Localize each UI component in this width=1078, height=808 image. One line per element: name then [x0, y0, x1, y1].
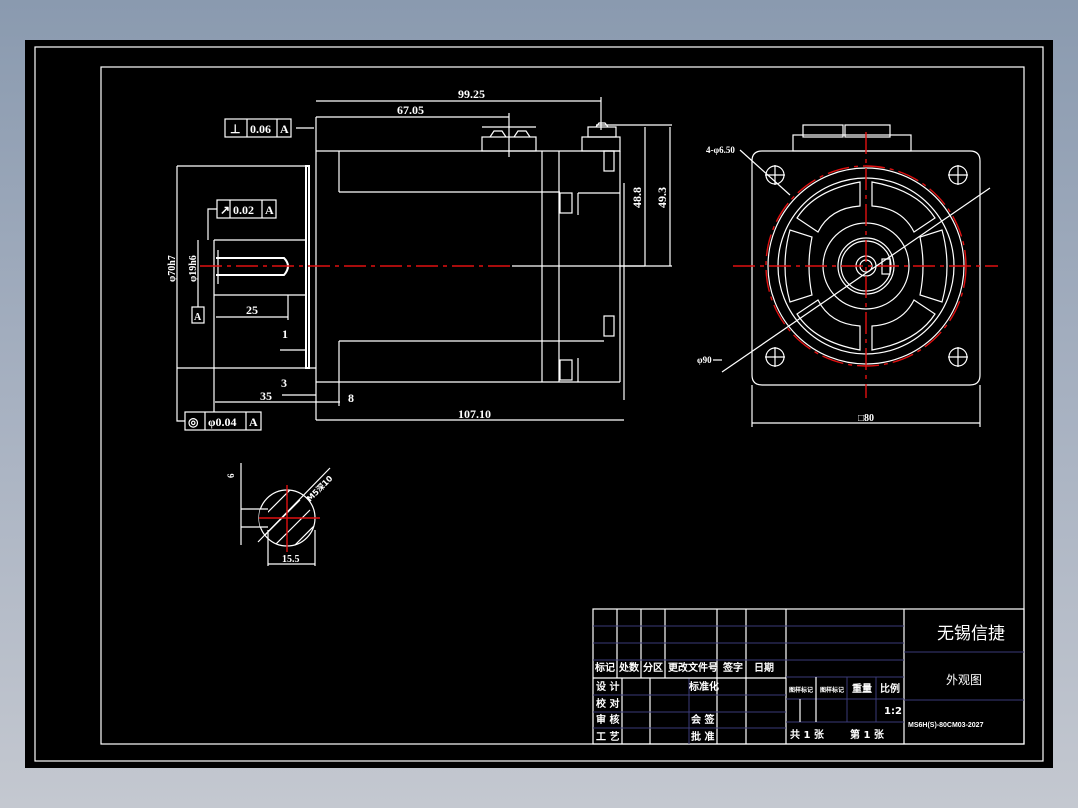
pcd-label: φ90: [697, 355, 712, 365]
svg-text:0.02: 0.02: [233, 203, 254, 217]
dim-107-10: 107.10: [458, 407, 491, 421]
dim-25: 25: [246, 303, 258, 317]
dim-99-25: 99.25: [458, 87, 485, 101]
svg-text:⊥: ⊥: [230, 122, 240, 136]
row-review: 审 核: [596, 713, 619, 726]
runout-frame: ↗ 0.02 A: [207, 199, 277, 240]
dim-35: 35: [260, 389, 272, 403]
drawing-svg: 99.25 67.05 48.8 49.3 35 8 107.10 3 1 25…: [34, 46, 1044, 762]
inner-border: [100, 66, 1025, 745]
company-name: 无锡信捷: [937, 624, 1005, 644]
row-process: 工 艺: [596, 730, 619, 743]
row-check: 校 对: [596, 697, 619, 710]
concentricity-frame: ◎ φ0.04 A: [176, 368, 262, 431]
drawing-number: MS6H(S)-80CM03-2027: [908, 722, 984, 729]
svg-text:A: A: [280, 122, 289, 136]
rev-header-zone: 分区: [643, 661, 663, 674]
rev-header-mark: 标记: [594, 661, 615, 674]
svg-text:A: A: [249, 415, 258, 429]
shaft-section-view: 15.5 6 M5深10: [226, 463, 335, 566]
svg-text:↗: ↗: [220, 203, 230, 217]
width-label: □80: [858, 413, 874, 424]
thread-label: M5深10: [304, 473, 334, 503]
scale-header: 比例: [880, 682, 900, 695]
outer-border: [34, 46, 1044, 762]
svg-text:A: A: [265, 203, 274, 217]
rev-header-signature: 签字: [722, 661, 743, 674]
standardization-label: 标准化: [688, 680, 719, 693]
title-block: 标记 处数 分区 更改文件号 签字 日期 设 计 校 对 审 核 工 艺 标准化…: [592, 608, 1025, 745]
dim-spigot-diameter: φ70h7: [167, 255, 178, 282]
dim-48-8: 48.8: [630, 187, 644, 208]
weight-header: 重量: [852, 682, 872, 695]
side-view: 4-φ6.50 φ90 □80: [697, 124, 998, 427]
countersign-label: 会 签: [691, 713, 715, 726]
section-dim: 15.5: [282, 554, 300, 565]
stage-mark-1: 图样标记: [789, 686, 813, 694]
svg-text:0.06: 0.06: [250, 122, 271, 136]
svg-text:A: A: [194, 312, 202, 323]
dim-3: 3: [281, 376, 287, 390]
sheet-number: 第 1 张: [850, 728, 885, 741]
row-design: 设 计: [596, 680, 619, 693]
dim-49-3: 49.3: [655, 187, 669, 208]
dim-1: 1: [282, 327, 288, 341]
stage-mark-2: 图样标记: [820, 686, 844, 694]
dim-8: 8: [348, 391, 354, 405]
cad-drawing-canvas[interactable]: 99.25 67.05 48.8 49.3 35 8 107.10 3 1 25…: [25, 40, 1053, 768]
drawing-title: 外观图: [946, 673, 982, 687]
approve-label: 批 准: [691, 730, 714, 743]
hole-spec-label: 4-φ6.50: [706, 145, 735, 155]
key-width-label: 6: [226, 473, 236, 478]
svg-text:◎: ◎: [188, 415, 199, 429]
sheets-total: 共 1 张: [790, 728, 825, 741]
perpendicularity-frame: ⊥ 0.06 A: [224, 118, 314, 138]
front-view: 99.25 67.05 48.8 49.3 35 8 107.10 3 1 25…: [167, 87, 672, 431]
dim-67-05: 67.05: [397, 103, 424, 117]
dim-shaft-diameter: φ19h6: [188, 255, 199, 282]
svg-text:φ0.04: φ0.04: [208, 415, 237, 429]
rev-header-date: 日期: [754, 661, 774, 674]
datum-a: A: [191, 297, 205, 324]
scale-value: 1:2: [884, 706, 902, 717]
rev-header-count: 处数: [618, 661, 640, 674]
rev-header-doc: 更改文件号: [668, 661, 718, 674]
